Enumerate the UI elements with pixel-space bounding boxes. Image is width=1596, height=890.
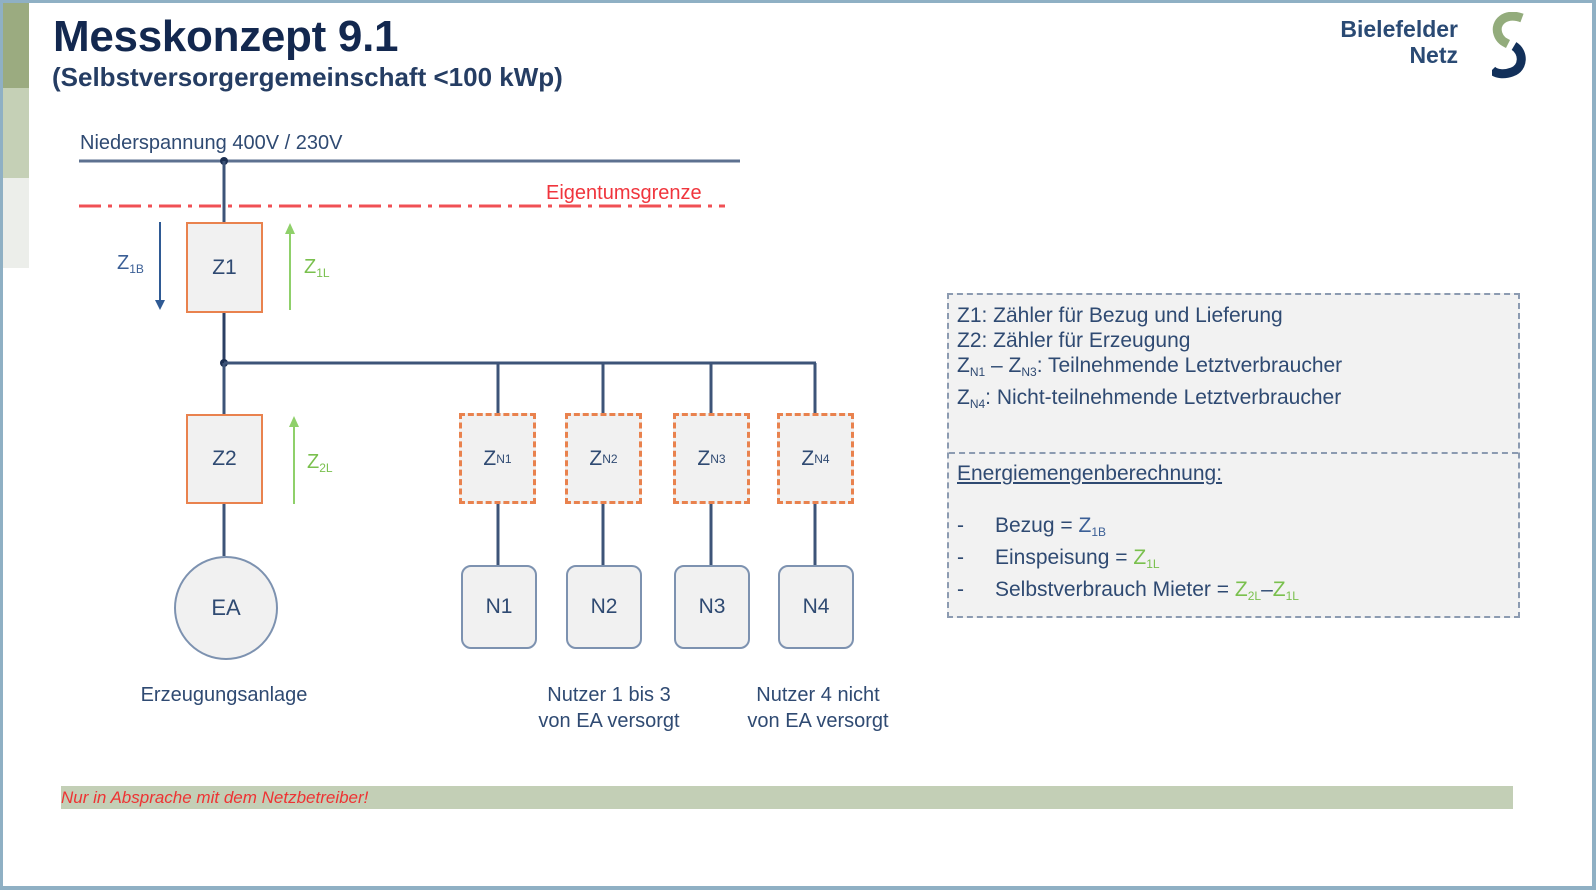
- bielefelder-netz-logo-icon: [1492, 12, 1526, 79]
- legend-box: Z1: Zähler für Bezug und Lieferung Z2: Z…: [947, 293, 1520, 618]
- user-node-n3: N3: [674, 565, 750, 649]
- calc-term: Z1L: [1273, 577, 1299, 609]
- note-text: Nur in Absprache mit dem Netzbetreiber!: [61, 788, 369, 807]
- calculation-list: - Bezug = Z1B - Einspeisung = Z1L - Selb…: [957, 513, 1299, 609]
- side-accent-bar-mid: [3, 88, 29, 178]
- feed-in-arrow-z2-icon: [289, 416, 299, 504]
- feed-in-arrow-z1-icon: [285, 223, 295, 310]
- ownership-boundary-label: Eigentumsgrenze: [546, 182, 702, 204]
- calc-label: Bezug =: [995, 514, 1073, 537]
- calc-term-sub: 2L: [1247, 589, 1262, 603]
- meter-legend: Z1: Zähler für Bezug und Lieferung Z2: Z…: [957, 303, 1342, 417]
- legend-text: : Teilnehmende Letztverbraucher: [1036, 354, 1343, 377]
- flow-label-z2l: Z2L: [307, 451, 333, 475]
- caption-line: Nutzer 1 bis 3: [547, 684, 671, 706]
- calc-separator: –: [1261, 578, 1273, 601]
- legend-term: Z: [957, 354, 970, 377]
- company-logo-text: Bielefelder Netz: [1340, 16, 1458, 68]
- user-node-n1: N1: [461, 565, 537, 649]
- calc-label: Einspeisung =: [995, 546, 1128, 569]
- users-1-3-caption: Nutzer 1 bis 3 von EA versorgt: [509, 682, 709, 734]
- calc-term: Z2L: [1235, 577, 1261, 609]
- side-accent-bar-light: [3, 178, 29, 268]
- meter-label-base: Z: [697, 446, 711, 470]
- calculation-title: Energiemengenberechnung:: [957, 462, 1223, 485]
- generator-caption: Erzeugungsanlage: [140, 684, 308, 706]
- caption-line: von EA versorgt: [538, 710, 680, 732]
- logo-line-1: Bielefelder: [1340, 16, 1458, 42]
- calc-item-einspeisung: - Einspeisung = Z1L: [957, 545, 1299, 577]
- meter-label-sub: N2: [602, 451, 618, 466]
- legend-sub: N4: [969, 397, 986, 411]
- calc-term: Z1L: [1133, 545, 1159, 577]
- meter-label-sub: N4: [814, 451, 830, 466]
- side-accent-bar-dark: [3, 3, 29, 88]
- calc-term-base: Z: [1272, 578, 1286, 601]
- page-title: Messkonzept 9.1: [53, 12, 399, 61]
- flow-label-sub: 1B: [129, 262, 144, 276]
- calc-term-sub: 1B: [1091, 525, 1107, 539]
- caption-line: von EA versorgt: [747, 710, 889, 732]
- calc-term-base: Z: [1078, 514, 1092, 537]
- calc-term-base: Z: [1133, 546, 1147, 569]
- calc-term: Z1B: [1079, 513, 1107, 545]
- legend-line-z2: Z2: Zähler für Erzeugung: [957, 329, 1191, 352]
- user-node-n4: N4: [778, 565, 854, 649]
- bullet-dash: -: [957, 546, 964, 569]
- legend-divider: [949, 452, 1518, 454]
- flow-label-base: Z: [307, 451, 320, 473]
- calc-term-sub: 1L: [1146, 557, 1160, 571]
- meter-label-base: Z: [483, 446, 497, 470]
- calc-term-base: Z: [1234, 578, 1248, 601]
- flow-label-z1l: Z1L: [304, 256, 330, 280]
- page-subtitle: (Selbstversorgergemeinschaft <100 kWp): [52, 62, 563, 92]
- legend-term: – Z: [985, 354, 1022, 377]
- supply-arrow-icon: [155, 222, 165, 310]
- bullet-dash: -: [957, 514, 964, 537]
- legend-sub: N3: [1021, 365, 1037, 379]
- calc-item-bezug: - Bezug = Z1B: [957, 513, 1299, 545]
- legend-line-zn1-zn3: ZN1 – ZN3: Teilnehmende Letztverbraucher: [957, 353, 1342, 385]
- meter-label-sub: N3: [710, 451, 726, 466]
- legend-line-zn4: ZN4: Nicht-teilnehmende Letztverbraucher: [957, 385, 1342, 417]
- legend-term: Z: [957, 386, 970, 409]
- meter-z1: Z1: [186, 222, 263, 313]
- grid-voltage-label: Niederspannung 400V / 230V: [80, 132, 343, 154]
- user-node-n2: N2: [566, 565, 642, 649]
- caption-line: Nutzer 4 nicht: [756, 684, 880, 706]
- legend-sub: N1: [969, 365, 986, 379]
- flow-label-sub: 1L: [316, 266, 330, 280]
- logo-line-2: Netz: [1409, 42, 1458, 68]
- calc-item-selbstverbrauch: - Selbstverbrauch Mieter = Z2L – Z1L: [957, 577, 1299, 609]
- meter-label-base: Z: [801, 446, 815, 470]
- bullet-dash: -: [957, 578, 964, 601]
- meter-label-base: Z: [589, 446, 603, 470]
- legend-line-z1: Z1: Zähler für Bezug und Lieferung: [957, 304, 1283, 327]
- flow-label-base: Z: [117, 252, 130, 274]
- legend-text: : Nicht-teilnehmende Letztverbraucher: [985, 386, 1342, 409]
- generator-node-ea: EA: [174, 556, 278, 660]
- meter-z2: Z2: [186, 414, 263, 504]
- user-4-caption: Nutzer 4 nicht von EA versorgt: [718, 682, 918, 734]
- calc-term-sub: 1L: [1285, 589, 1299, 603]
- flow-label-z1b: Z1B: [117, 252, 144, 276]
- note-banner: Nur in Absprache mit dem Netzbetreiber!: [61, 786, 1513, 809]
- meter-label-sub: N1: [496, 451, 512, 466]
- calc-label: Selbstverbrauch Mieter =: [995, 578, 1230, 601]
- flow-label-base: Z: [304, 256, 317, 278]
- flow-label-sub: 2L: [319, 461, 333, 475]
